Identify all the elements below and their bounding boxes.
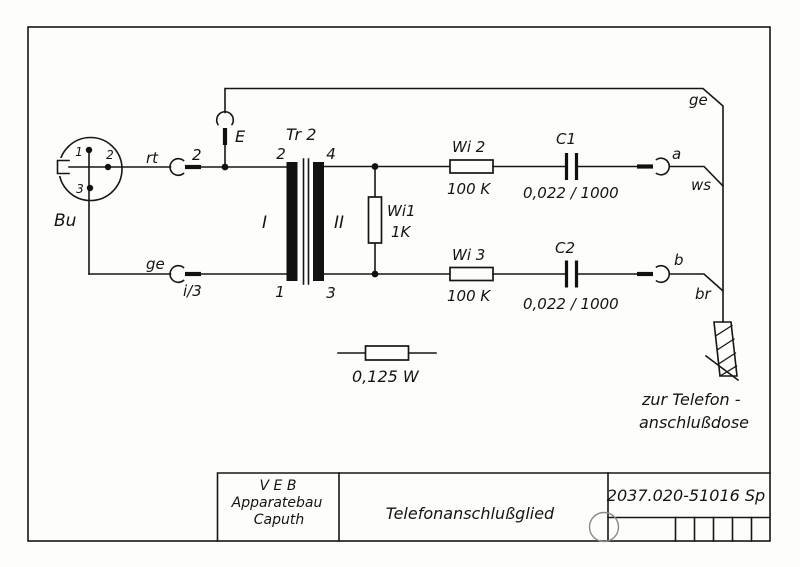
title-block: V E B Apparatebau Caputh Telefonanschluß…: [216, 472, 771, 543]
revision-cell-dividers: [674, 516, 753, 542]
primary-winding-label: I: [262, 213, 267, 233]
earth-color-label: ge: [689, 91, 708, 109]
terminal-1-label: 1: [275, 283, 285, 301]
branch-a: Wi 2 100 K C1 0,022 / 1000 a ws: [447, 130, 725, 202]
wire-color-ge-label: ge: [146, 255, 165, 273]
jack-socket-arc: [169, 157, 185, 177]
pin-2-dot: [104, 163, 112, 171]
jack-socket-arc: [169, 264, 185, 284]
legend-resistor-body: [364, 345, 410, 361]
terminal-3-label: 3: [326, 284, 336, 302]
pin-1-dot: [85, 146, 93, 154]
drawing-number: 2037.020-51016 Sp: [607, 486, 765, 505]
cable-end-hatch-body: [713, 321, 738, 377]
title-block-top-line: [216, 472, 771, 542]
wi3-ref-label: Wi 3: [452, 246, 485, 264]
jack-ge: ge i/3: [88, 255, 288, 300]
cable-end: zur Telefon - anschlußdose: [639, 321, 749, 432]
secondary-winding-bar: [313, 162, 324, 281]
socket-label: Bu: [54, 211, 77, 231]
legend-power-label: 0,125 W: [352, 367, 420, 386]
line-b-color-label: br: [695, 285, 712, 303]
wi2-value-label: 100 K: [447, 180, 491, 198]
wi3-value-label: 100 K: [447, 287, 491, 305]
jack-top-pin-label: 2: [192, 146, 202, 164]
pin-1-label: 1: [75, 145, 83, 159]
pin-3-dot: [86, 184, 94, 192]
terminal-4-label: 4: [326, 145, 336, 163]
company-line2: Apparatebau: [231, 495, 323, 511]
company-line3: Caputh: [254, 512, 304, 528]
c2-plates: [564, 260, 579, 288]
drawing-border: [27, 26, 771, 542]
wi1-body: [367, 196, 383, 244]
earth-connector-e: E ge: [215, 87, 724, 323]
junction-dot: [221, 163, 229, 171]
destination-line2: anschlußdose: [639, 413, 749, 432]
transformer-label: Tr 2: [286, 125, 316, 144]
earth-socket-arc: [215, 111, 235, 126]
wi2-body: [449, 159, 494, 174]
destination-line1: zur Telefon -: [641, 390, 741, 409]
cable-end-hatch-lines: [714, 324, 738, 377]
jack-rt: rt 2: [146, 146, 288, 177]
company-line1: V E B: [260, 478, 297, 494]
wi1-value-label: 1K: [391, 223, 412, 241]
jack-bottom-pin-label: i/3: [183, 282, 202, 300]
secondary-winding-label: II: [334, 213, 344, 233]
branch-b: Wi 3 100 K C2 0,022 / 1000 b br: [447, 239, 725, 313]
wire-color-rt-label: rt: [146, 149, 159, 167]
transformer-tr2: Tr 2 2 4 1 3 I II: [262, 125, 344, 302]
line-a-label: a: [672, 145, 681, 163]
junction-dot: [371, 270, 379, 278]
resistor-wi1: Wi1 1K: [323, 163, 451, 278]
socket-keyway-notch: [56, 159, 70, 175]
terminal-2-label: 2: [276, 145, 286, 163]
wire-a-to-cable: [668, 165, 725, 188]
punch-hole-mark: [588, 511, 620, 543]
wi2-ref-label: Wi 2: [452, 138, 485, 156]
legend-resistor: 0,125 W: [337, 345, 437, 386]
drawing-title: Telefonanschlußglied: [386, 504, 555, 523]
jack-a-socket-arc: [655, 157, 670, 176]
c1-ref-label: C1: [556, 130, 576, 148]
earth-label: E: [235, 127, 246, 146]
line-b-label: b: [674, 251, 684, 269]
pin-2-label: 2: [106, 148, 114, 162]
jack-b-socket-arc: [655, 264, 670, 284]
c1-plates: [564, 153, 579, 180]
line-a-color-label: ws: [691, 176, 711, 194]
cable-end-base-stroke: [704, 354, 740, 382]
c2-value-label: 0,022 / 1000: [523, 295, 619, 313]
wire-b-to-cable: [668, 273, 725, 293]
c2-ref-label: C2: [555, 239, 575, 257]
transformer-core-lines: [302, 158, 310, 285]
pin-3-label: 3: [76, 182, 84, 196]
primary-winding-bar: [286, 162, 298, 281]
junction-dot: [371, 163, 379, 170]
earth-rail-to-right: [224, 87, 724, 323]
wi3-body: [449, 266, 494, 282]
din-socket-bu: 1 2 3 Bu: [53, 136, 172, 275]
wi1-ref-label: Wi1: [387, 202, 416, 220]
c1-value-label: 0,022 / 1000: [523, 184, 619, 202]
